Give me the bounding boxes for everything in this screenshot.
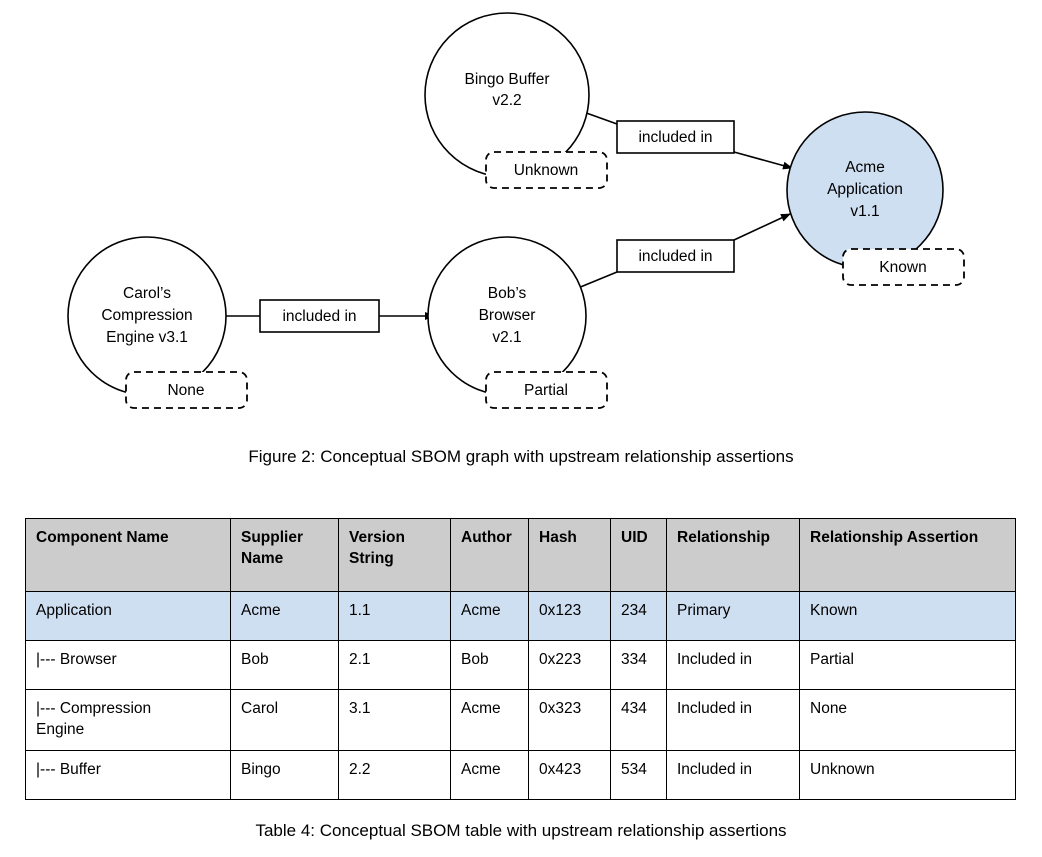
assertion-box-bobs-browser: [485, 371, 608, 409]
cell-supplier-name: Bingo: [230, 749, 339, 800]
assertion-label-bingo-buffer: Unknown: [514, 162, 579, 179]
node-label-bobs-browser-line1: Bob’s: [488, 285, 527, 302]
figure-caption: Figure 2: Conceptual SBOM graph with ups…: [248, 447, 794, 466]
edge-label-buffer-to-app: included in: [638, 129, 712, 146]
cell-supplier-name: Bob: [230, 640, 339, 690]
node-label-bingo-buffer-line2: v2.2: [492, 92, 521, 109]
column-header-supplier-name: Supplier Name: [230, 518, 339, 592]
column-header-relationship: Relationship: [666, 518, 800, 592]
cell-hash: 0x123: [528, 591, 611, 641]
node-label-bobs-browser-line2: Browser: [479, 307, 536, 324]
cell-author: Acme: [450, 749, 529, 800]
column-header-hash: Hash: [528, 518, 611, 592]
table-row: |--- Buffer Bingo 2.2 Acme 0x423 534 Inc…: [25, 749, 1016, 800]
edge-label-box-browser-to-app: [616, 239, 735, 273]
cell-supplier-name: Carol: [230, 689, 339, 751]
edge-label-box-buffer-to-app: [616, 120, 735, 154]
cell-relationship-assertion: Partial: [799, 640, 1016, 690]
assertion-label-carols-compression-engine: None: [167, 382, 204, 399]
cell-component-name: |--- Compression Engine: [25, 689, 231, 751]
cell-relationship-assertion: Unknown: [799, 749, 1016, 800]
node-carols-compression-engine[interactable]: Carol’s Compression Engine v3.1 None: [67, 236, 248, 409]
table-caption: Table 4: Conceptual SBOM table with upst…: [255, 821, 787, 840]
column-header-component-name: Component Name: [25, 518, 231, 592]
cell-component-name: |--- Browser: [25, 640, 231, 690]
sbom-table: Component Name Supplier Name Version Str…: [25, 518, 1016, 800]
edge-browser-to-app: included in: [577, 213, 791, 289]
node-label-carols-engine-line2: Compression: [101, 307, 192, 324]
cell-supplier-name: Acme: [230, 591, 339, 641]
table-row: |--- Compression Engine Carol 3.1 Acme 0…: [25, 689, 1016, 751]
cell-author: Acme: [450, 689, 529, 751]
cell-relationship: Included in: [666, 640, 800, 690]
column-header-version-string: Version String: [338, 518, 451, 592]
edge-label-browser-to-app: included in: [638, 248, 712, 265]
cell-author: Bob: [450, 640, 529, 690]
edge-buffer-to-app: included in: [577, 109, 793, 170]
cell-uid: 534: [610, 749, 667, 800]
cell-uid: 334: [610, 640, 667, 690]
cell-author: Acme: [450, 591, 529, 641]
cell-version-string: 1.1: [338, 591, 451, 641]
table-row: |--- Browser Bob 2.1 Bob 0x223 334 Inclu…: [25, 640, 1016, 690]
cell-hash: 0x323: [528, 689, 611, 751]
assertion-label-acme-application: Known: [879, 259, 926, 276]
cell-relationship: Included in: [666, 749, 800, 800]
node-label-acme-application-line1: Acme: [845, 159, 885, 176]
cell-relationship-assertion: None: [799, 689, 1016, 751]
cell-relationship-assertion: Known: [799, 591, 1016, 641]
sbom-table-container: Component Name Supplier Name Version Str…: [25, 518, 1016, 800]
node-label-acme-application-line2: Application: [827, 181, 903, 198]
cell-hash: 0x423: [528, 749, 611, 800]
cell-hash: 0x223: [528, 640, 611, 690]
node-label-bobs-browser-line3: v2.1: [492, 329, 521, 346]
table-row: Application Acme 1.1 Acme 0x123 234 Prim…: [25, 591, 1016, 641]
sbom-graph-figure: included in included in included in Bing…: [67, 12, 965, 409]
node-label-bingo-buffer-line1: Bingo Buffer: [464, 71, 549, 88]
edge-label-engine-to-browser: included in: [282, 308, 356, 325]
node-acme-application[interactable]: Acme Application v1.1 Known: [786, 111, 965, 286]
assertion-box-carols-compression-engine: [125, 371, 248, 409]
cell-uid: 234: [610, 591, 667, 641]
edge-label-box-engine-to-browser: [259, 299, 380, 333]
node-bingo-buffer[interactable]: Bingo Buffer v2.2 Unknown: [424, 12, 608, 189]
cell-uid: 434: [610, 689, 667, 751]
edge-engine-to-browser: included in: [226, 299, 435, 333]
node-bobs-browser[interactable]: Bob’s Browser v2.1 Partial: [427, 236, 608, 409]
assertion-box-bingo-buffer: [485, 151, 608, 189]
cell-relationship: Primary: [666, 591, 800, 641]
cell-version-string: 2.2: [338, 749, 451, 800]
assertion-label-bobs-browser: Partial: [524, 382, 568, 399]
column-header-uid: UID: [610, 518, 667, 592]
cell-relationship: Included in: [666, 689, 800, 751]
table-header-row: Component Name Supplier Name Version Str…: [25, 518, 1016, 592]
cell-version-string: 2.1: [338, 640, 451, 690]
node-label-carols-engine-line1: Carol’s: [123, 285, 171, 302]
node-label-carols-engine-line3: Engine v3.1: [106, 329, 188, 346]
assertion-box-acme-application: [842, 248, 965, 286]
cell-component-name: Application: [25, 591, 231, 641]
cell-component-name: |--- Buffer: [25, 749, 231, 800]
column-header-relationship-assertion: Relationship Assertion: [799, 518, 1016, 592]
cell-version-string: 3.1: [338, 689, 451, 751]
node-label-acme-application-line3: v1.1: [850, 203, 879, 220]
column-header-author: Author: [450, 518, 529, 592]
